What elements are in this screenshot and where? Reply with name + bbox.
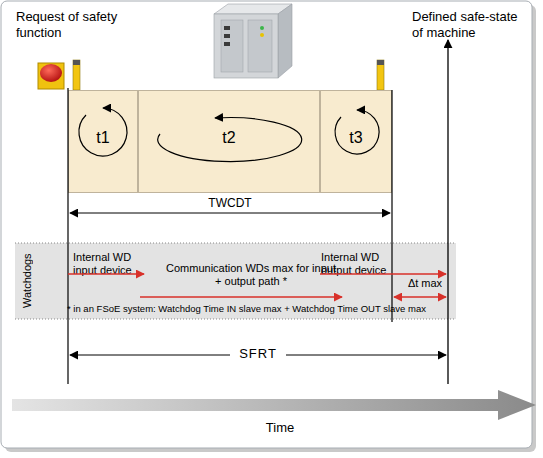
loop-arrow	[335, 110, 379, 154]
sensor-symbol	[377, 60, 384, 90]
watchdog-arrow	[68, 273, 144, 275]
watchdog-text: Internal WD input device	[73, 251, 151, 276]
task-cell: t2	[138, 90, 320, 193]
loop-arrow	[158, 118, 302, 162]
twcdt-end-line	[391, 90, 392, 322]
controller-side	[278, 4, 292, 78]
estop-housing	[38, 63, 64, 89]
footnote: * in an FSoE system: Watchdog Time IN sl…	[67, 304, 453, 315]
band-edge	[15, 243, 456, 244]
frame	[1, 1, 532, 448]
task-label: t1	[69, 129, 137, 147]
delta-t-arrow	[394, 296, 446, 298]
controller-led	[260, 33, 264, 37]
band-title: Watchdogs	[18, 243, 36, 319]
dimension-label: TWCDT	[170, 196, 290, 210]
event-label: Defined safe-state of machine	[412, 9, 524, 40]
watchdog-text: Internal WD output device	[321, 251, 401, 276]
time-arrow	[12, 390, 536, 420]
safe-state-arrow	[447, 40, 448, 384]
estop-button	[40, 64, 62, 82]
controller-led	[260, 26, 264, 30]
sensor-cap	[377, 60, 384, 65]
task-label: t2	[139, 129, 319, 147]
controller-module	[221, 20, 243, 72]
task-label: t3	[321, 129, 391, 147]
axis-label: Time	[240, 420, 320, 436]
delta-t-label: Δt max	[395, 277, 455, 290]
task-cell: t1	[68, 90, 138, 193]
watchdog-text: Communication WDs max for input + output…	[165, 262, 337, 287]
event-label: Request of safety function	[16, 9, 136, 40]
dimension-label: SFRT	[230, 346, 286, 362]
start-line	[67, 88, 68, 384]
watchdog-arrow	[320, 273, 446, 275]
controller-port	[224, 34, 230, 38]
watchdog-arrow	[140, 296, 342, 298]
controller-module	[248, 20, 272, 72]
sensor-symbol	[73, 60, 80, 90]
twcdt-dimension	[70, 213, 390, 214]
controller-port	[224, 26, 230, 30]
task-cell: t3	[320, 90, 392, 193]
controller-front	[214, 14, 278, 78]
controller-port	[224, 42, 230, 46]
sensor-cap	[73, 60, 80, 65]
loop-arrow	[79, 108, 127, 156]
band-edge	[15, 319, 456, 320]
watchdog-band: Watchdogs Internal WD input device Communi…	[15, 243, 456, 319]
